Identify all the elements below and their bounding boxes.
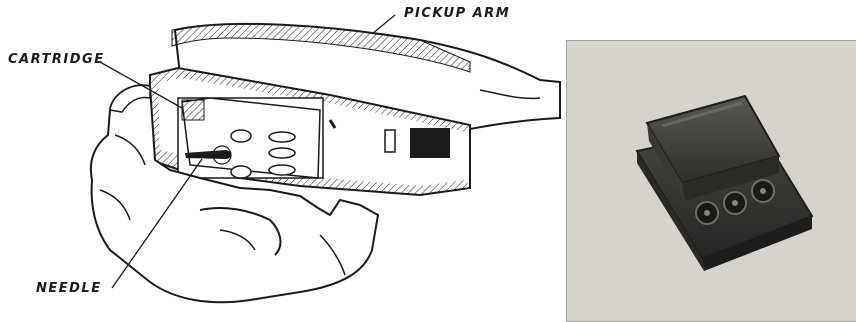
hand-holding-pickup-arm-drawing: [0, 0, 570, 321]
photo-panel: [566, 40, 856, 322]
pickup-arm-label: PICKUP ARM: [404, 6, 510, 21]
pickup-arm-leader: [372, 15, 395, 34]
cartridge-label: CARTRIDGE: [8, 52, 105, 67]
phono-cartridge-photo: [567, 41, 856, 321]
needle-label: NEEDLE: [36, 281, 102, 296]
